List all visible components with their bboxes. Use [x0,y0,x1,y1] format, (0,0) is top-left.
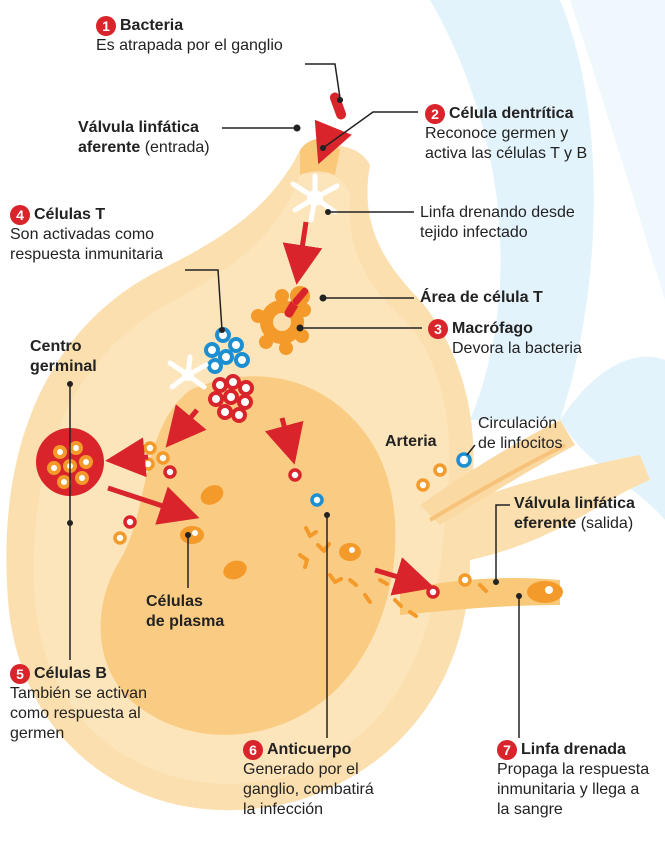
label-germinal-center: Centro germinal [30,338,97,375]
plasma-cells [180,485,361,580]
activated-t-cells [208,374,254,423]
afferent-channel [300,138,340,175]
dendritic-cell-2-icon [167,354,209,390]
leader-dots [67,97,522,599]
artery-vessel [420,420,575,525]
t-cells-cluster [204,327,250,374]
leader-lines [69,63,520,738]
label-afferent-valve: Válvula linfática aferente (entrada) [78,119,210,156]
label-t-area: Área de célula T [420,289,543,306]
label-artery: Arteria [385,433,437,450]
label-lymph-draining: Linfa drenando desde tejido infectado [420,204,575,241]
efferent-vessel [400,578,563,615]
lymph-node-medulla [100,376,396,735]
t-area-cell-icon [290,286,310,306]
label-circulation: Circulación de linfocitos [478,415,563,452]
bacteria-icon [329,92,347,120]
label-efferent-valve: Válvula linfática eferente (salida) [514,495,635,532]
macrophage-icon [251,289,311,355]
label-plasma-cells: Células de plasma [146,593,225,630]
process-arrows [105,119,435,596]
dendritic-cell-icon [290,173,340,223]
